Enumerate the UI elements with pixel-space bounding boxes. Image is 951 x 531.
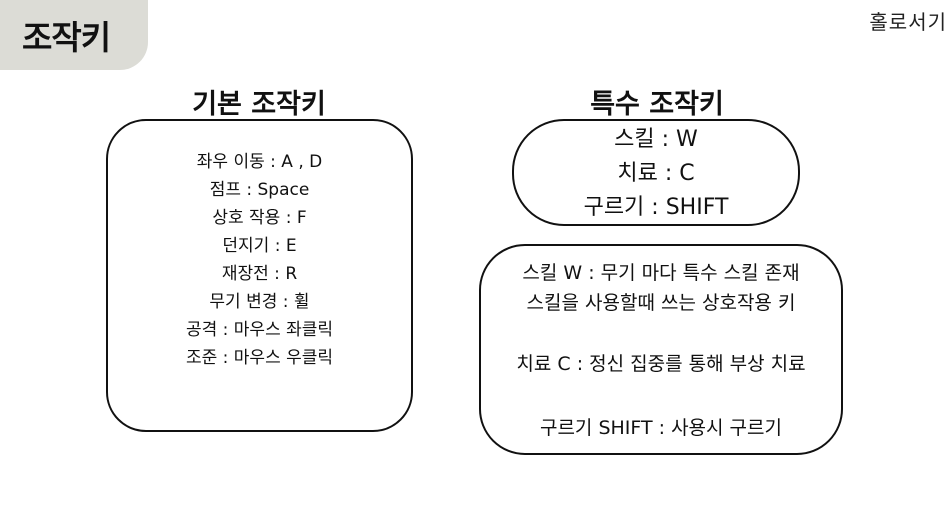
special-controls-heading: 특수 조작키 [590,89,724,120]
roll-description: 구르기 SHIFT : 사용시 구르기 [539,417,783,439]
skill-description-line-1: 스킬 W : 무기 마다 특수 스킬 존재 [522,262,800,284]
special-key-heal: 치료 : C [617,161,695,186]
control-weapon-swap: 무기 변경 : 휠 [209,292,310,312]
control-reload: 재장전 : R [221,264,298,284]
control-attack: 공격 : 마우스 좌클릭 [185,320,334,340]
control-move: 좌우 이동 : A , D [196,152,323,172]
basic-controls-heading: 기본 조작키 [192,89,326,120]
special-descriptions-box: 스킬 W : 무기 마다 특수 스킬 존재 스킬을 사용할때 쓰는 상호작용 키… [479,244,843,455]
basic-controls-box: 좌우 이동 : A , D 점프 : Space 상호 작용 : F 던지기 :… [106,119,413,432]
special-keys-list: 스킬 : W 치료 : C 구르기 : SHIFT [514,123,798,225]
control-aim: 조준 : 마우스 우클릭 [185,348,334,368]
special-key-roll: 구르기 : SHIFT [583,195,729,220]
control-throw: 던지기 : E [222,236,297,256]
skill-description-line-2: 스킬을 사용할때 쓰는 상호작용 키 [526,292,796,314]
special-key-skill: 스킬 : W [614,127,698,152]
brand-logo-text: 홀로서기 [869,10,947,34]
skill-description: 스킬 W : 무기 마다 특수 스킬 존재 스킬을 사용할때 쓰는 상호작용 키 [481,258,841,318]
control-jump: 점프 : Space [209,180,310,200]
heal-description: 치료 C : 정신 집중를 통해 부상 치료 [516,353,806,375]
basic-controls-list: 좌우 이동 : A , D 점프 : Space 상호 작용 : F 던지기 :… [108,148,411,372]
special-keys-box: 스킬 : W 치료 : C 구르기 : SHIFT [512,119,800,226]
page-title: 조작키 [22,18,111,57]
control-interact: 상호 작용 : F [212,208,307,228]
page-title-tab: 조작키 [0,0,148,70]
